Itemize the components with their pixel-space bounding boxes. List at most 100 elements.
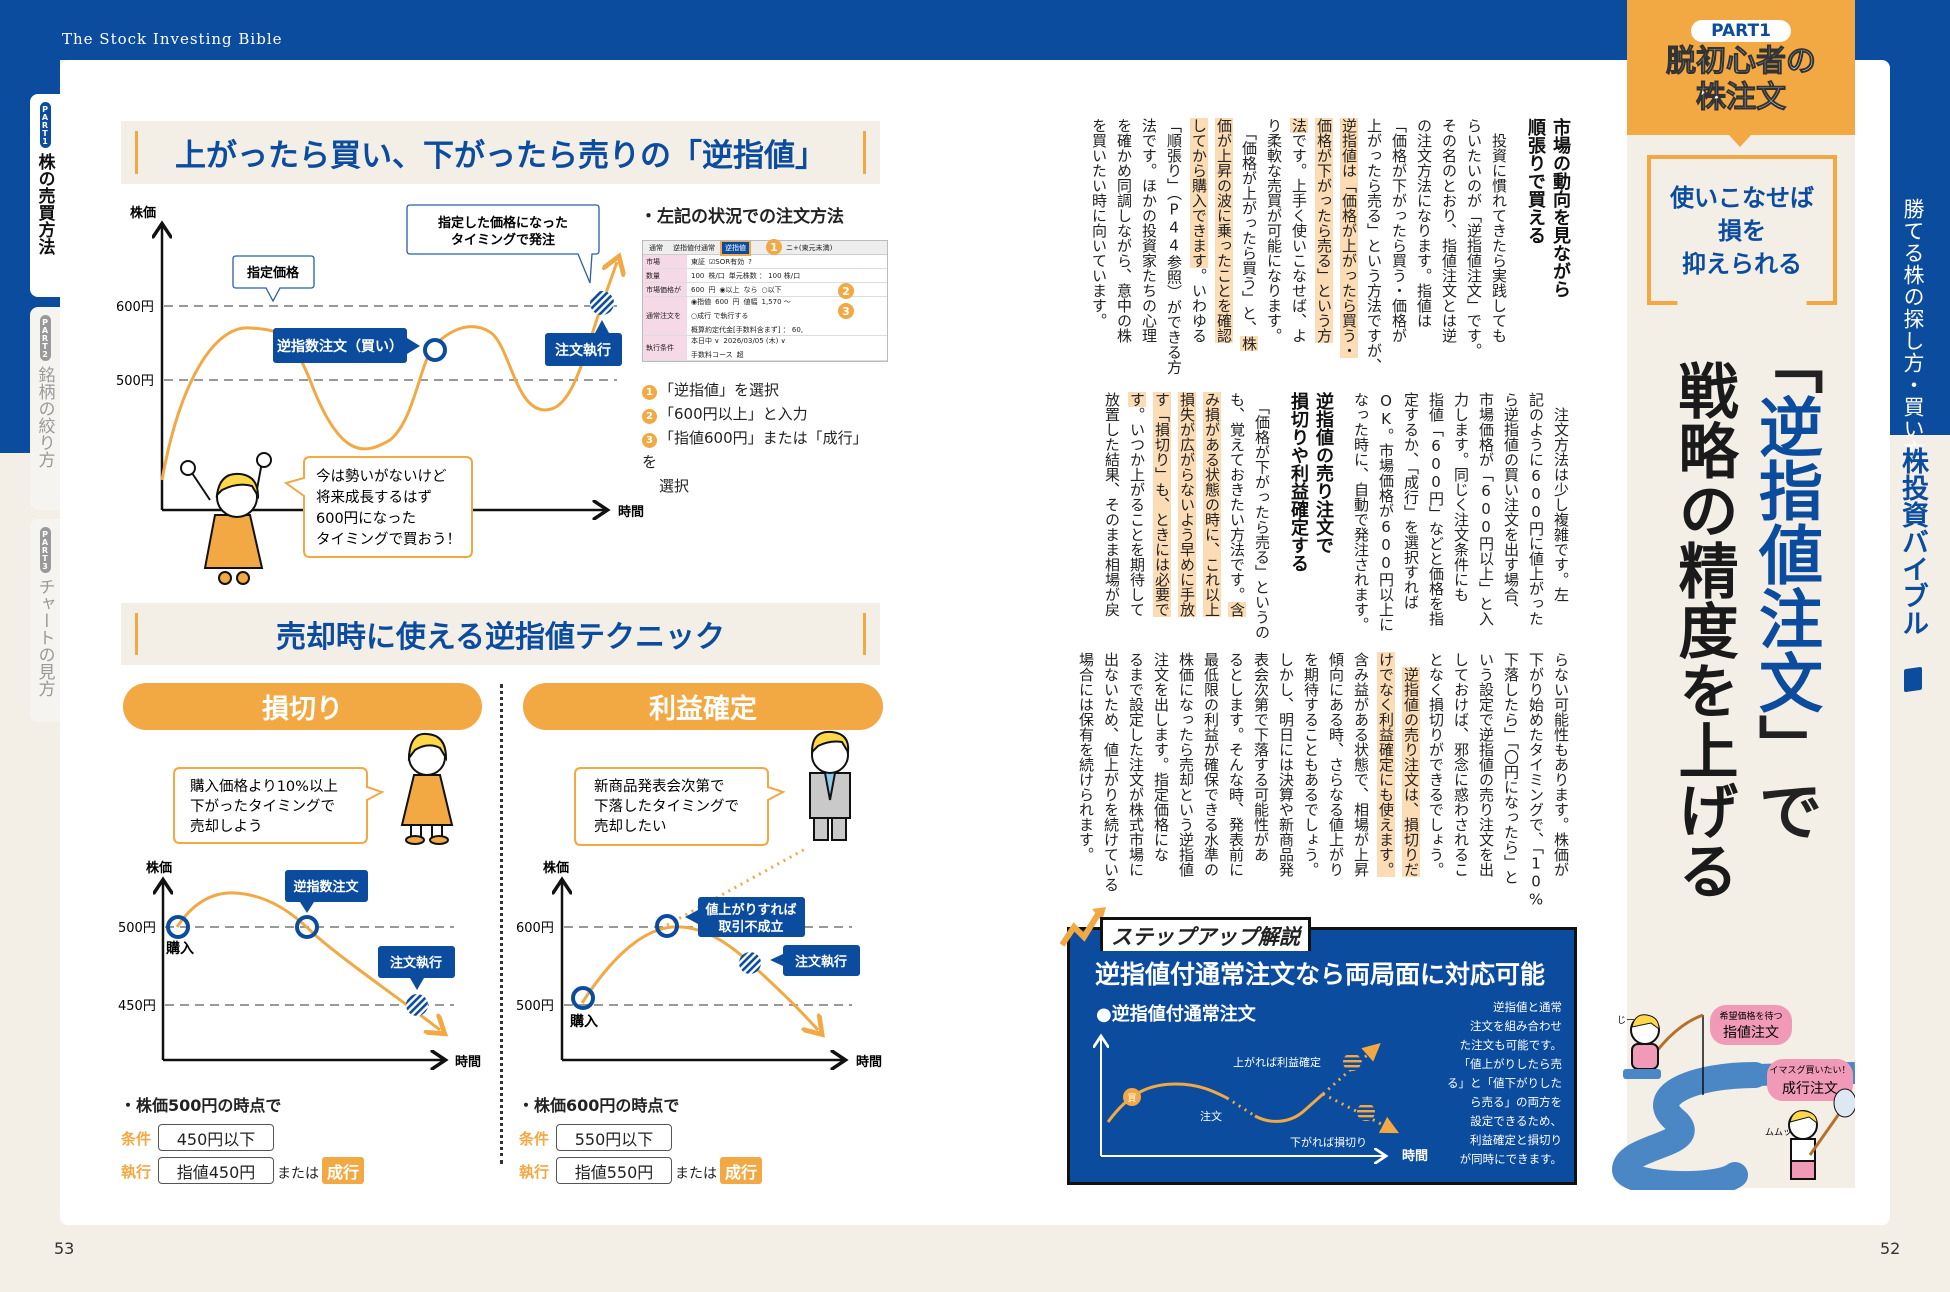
- note-line: る」と「値下がりした: [1447, 1076, 1562, 1090]
- notebook-icon: [1904, 666, 1922, 693]
- girl-jumping-illustration: [180, 452, 272, 585]
- article-line: 損失が広がらないよう早めに手放: [1174, 392, 1199, 652]
- article-block: 注文方法は少し複雑です。左記のように600円に値上がったら逆指値の買い注文を出す…: [1068, 392, 1573, 652]
- svg-text:指定価格: 指定価格: [247, 265, 300, 281]
- article-block: らない可能性もあります。株価が下がり始めたタイミングで、「10%下落したら」「〇…: [1068, 652, 1573, 912]
- bubble-market-order: イマスグ買いたい！成行注文: [1767, 1059, 1853, 1101]
- highlighted-text: 逆指値は「価格が上がったら買う・: [1340, 118, 1358, 358]
- step-number: 2: [642, 409, 657, 424]
- sfx-text: ムムッ: [1765, 1127, 1792, 1138]
- form-value: ◉指値: [691, 298, 712, 306]
- article-line: 法です。上手く使いこなせば、よ: [1286, 118, 1311, 378]
- svg-text:指定した価格になった: 指定した価格になった: [438, 215, 568, 231]
- article-line: 含み益がある状態で、相場が上昇: [1352, 652, 1370, 877]
- chapter-header: PART1 脱初心者の 株注文: [1627, 0, 1855, 135]
- text-run: も、覚えておきたい方法です。: [1228, 392, 1246, 602]
- highlighted-text: 逆指値の売り注文は、損切りだ: [1402, 667, 1420, 877]
- article-line: も、覚えておきたい方法です。含: [1224, 392, 1249, 652]
- highlighted-text: す: [1128, 392, 1146, 407]
- svg-text:下落したタイミングで: 下落したタイミングで: [594, 798, 739, 815]
- take-profit-path: [1322, 1043, 1381, 1096]
- form-tab: 通常: [649, 243, 663, 252]
- svg-text:タイミングで発注: タイミングで発注: [451, 232, 555, 248]
- svg-text:取引不成立: 取引不成立: [718, 919, 783, 935]
- tab-part1[interactable]: PART1 株の売買方法: [30, 94, 60, 297]
- article-line: す。いつか上がることを期待して: [1124, 392, 1149, 652]
- title-bracket: 「: [1748, 330, 1823, 394]
- chapter-title-line1: 脱初心者の: [1666, 44, 1817, 79]
- form-value: 円: [708, 285, 716, 294]
- article-line: 株価になったら売却という逆指値: [1177, 652, 1195, 877]
- svg-text:逆指数注文（買い）: 逆指数注文（買い）: [277, 338, 403, 355]
- form-value: ☑SOR有効: [709, 257, 745, 266]
- svg-text:下がったタイミングで: 下がったタイミングで: [190, 798, 335, 815]
- bracket-frame-top: [1647, 155, 1837, 178]
- step-badge-2: 2: [838, 283, 854, 299]
- tab-label: 株の売買方法: [34, 153, 55, 255]
- svg-text:注文執行: 注文執行: [555, 342, 611, 359]
- tab-part3[interactable]: PART3 チャートの見方: [30, 519, 60, 722]
- article-line: けでなく利益確定にも使えます。: [1373, 652, 1398, 912]
- tick-label: 500円: [116, 374, 154, 389]
- article-line: を買いたい時に向いています。: [1090, 118, 1108, 328]
- tab-label: チャートの見方: [34, 578, 55, 697]
- market-order-tag: 成行: [720, 1157, 762, 1184]
- article-line: 価格が下がったら売る」という方: [1311, 118, 1336, 378]
- form-value: 100: [691, 271, 705, 280]
- step-item: 1「逆指値」を選択: [642, 378, 882, 402]
- order-label: 注文: [1200, 1109, 1222, 1123]
- article-line: るとします。そんな時、発表前に: [1227, 652, 1245, 877]
- tag-executed: 注文執行: [545, 320, 622, 366]
- svg-text:売却したい: 売却したい: [594, 818, 667, 835]
- article-line: ら逆指値の買い注文を出す場合、: [1502, 392, 1520, 617]
- page-number-left: 53: [54, 1239, 75, 1258]
- tab-part-badge: PART1: [39, 102, 51, 148]
- trigger-point: [655, 914, 679, 938]
- svg-text:指値注文: 指値注文: [1723, 1025, 1779, 1041]
- note-line: 注文を組み合わせ: [1470, 1019, 1562, 1033]
- article-line: 価が上昇の波に乗ったことを確認: [1211, 118, 1236, 378]
- trigger-point: [423, 338, 447, 362]
- article-line: 傾向にある時、さらなる値上がり: [1327, 652, 1345, 877]
- step-item: 2「600円以上」と入力: [642, 402, 882, 426]
- form-row-label: 数量: [643, 269, 687, 282]
- form-value: なら: [743, 285, 758, 294]
- form-row: 執行条件本日中 ∨2026/03/05 (木) ∨手数料コース超: [643, 336, 887, 361]
- stop-loss-point: [1357, 1103, 1375, 1121]
- tag-stop-buy: 逆指数注文（買い）: [273, 328, 420, 363]
- tagline-line: 抑えられる: [1682, 250, 1802, 278]
- svg-text:逆指数注文: 逆指数注文: [293, 879, 359, 895]
- exec-label: 執行: [121, 1163, 152, 1181]
- highlighted-text: 含: [1228, 602, 1246, 617]
- article-line: 表会次第で下落する可能性があ: [1252, 652, 1270, 862]
- tab-part-badge: PART3: [39, 527, 51, 573]
- y-axis-label: 株価: [543, 860, 569, 876]
- svg-text:今は勢いがないけど: 今は勢いがないけど: [316, 468, 447, 485]
- callout-price: 指定価格: [232, 255, 315, 303]
- tag-executed: 注文執行: [770, 945, 860, 976]
- execution-point: [406, 994, 428, 1016]
- form-value: ○成行 で執行する: [691, 312, 749, 320]
- form-value: 株/口: [708, 271, 725, 280]
- form-row-label: 通常注文を: [643, 297, 687, 335]
- highlighted-text: 価格が下がったら売る」という方: [1315, 118, 1333, 343]
- article-line: してから購入できます。いわゆる: [1186, 118, 1211, 378]
- text-run: 。いつか上がることを期待して: [1128, 407, 1146, 617]
- title-keyword: 逆指値注文: [1748, 394, 1823, 714]
- or-text: または: [675, 1166, 717, 1182]
- form-value: 概算約定代金[手数料含まず] ： 60,: [691, 326, 804, 334]
- article-line: み損がある状態の時に、これ以上: [1199, 392, 1224, 652]
- top-band: [0, 0, 1950, 60]
- article-line: 投資に慣れてきたら実践しても: [1490, 118, 1508, 343]
- page-number-right: 52: [1880, 1239, 1901, 1258]
- form-row: 市場東証☑SOR有効?: [643, 255, 887, 269]
- step-number: 3: [642, 433, 657, 448]
